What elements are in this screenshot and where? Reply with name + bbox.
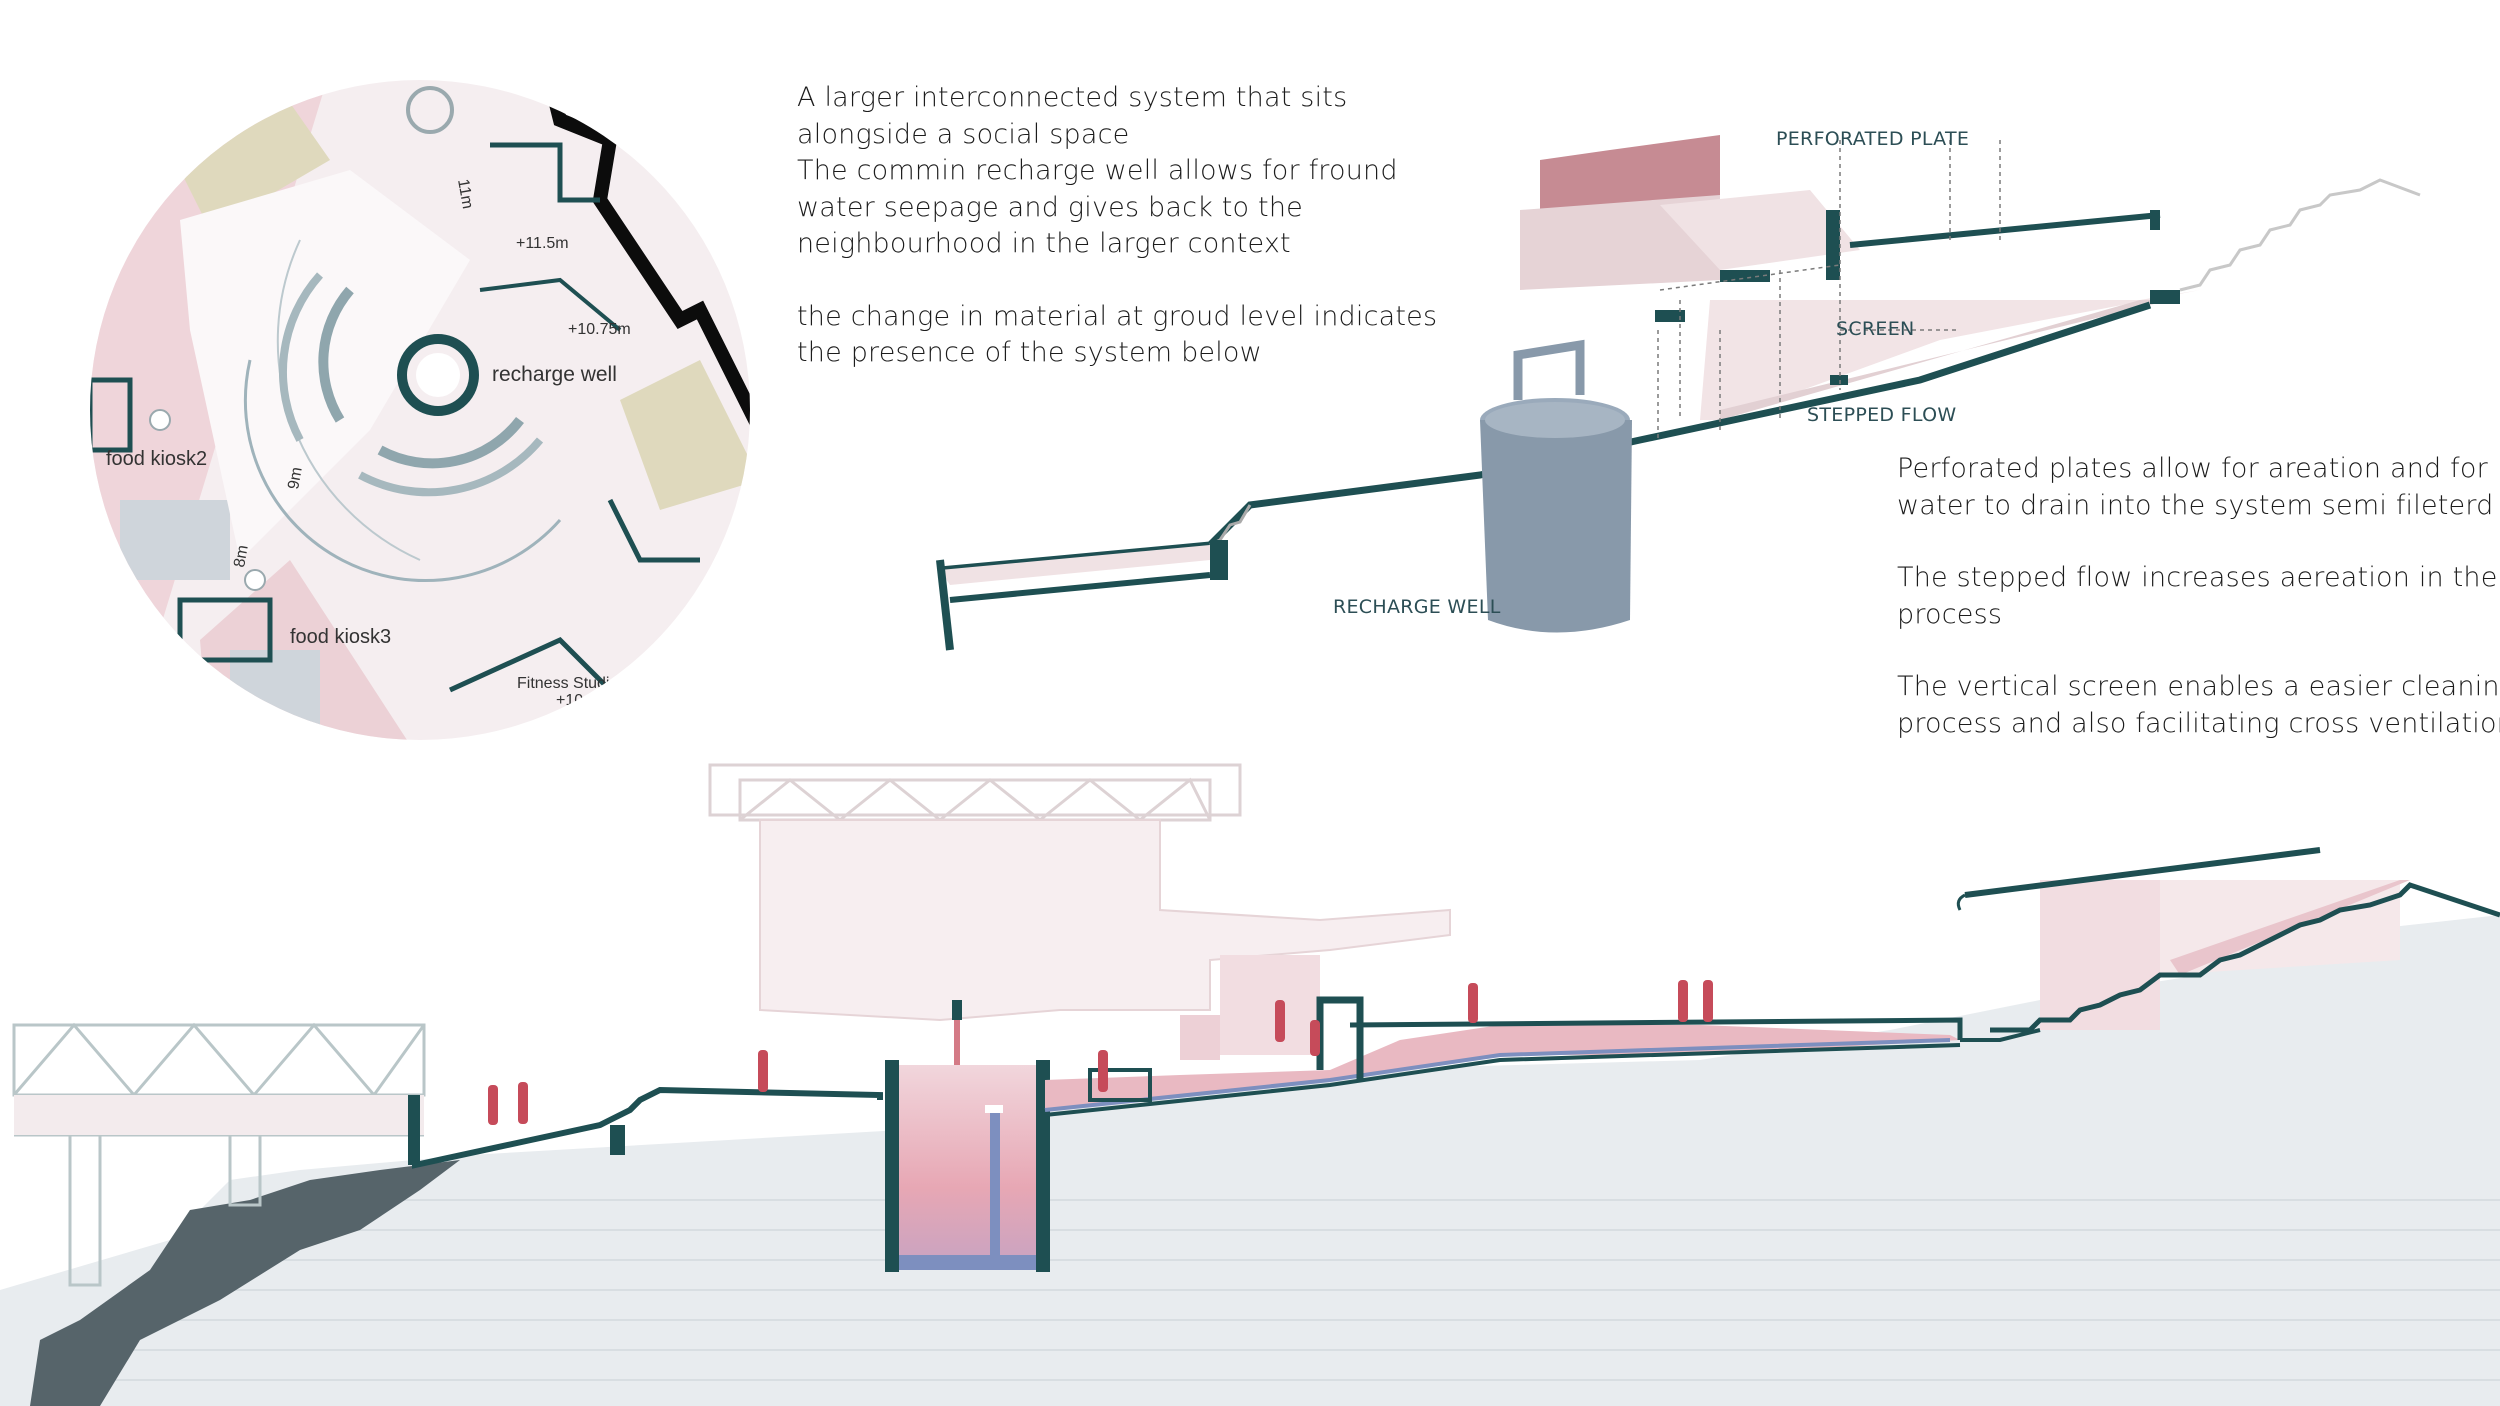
plan-fitness-studio: Fitness Studio: [517, 675, 618, 692]
intro-line: the presence of the system below: [797, 337, 1262, 368]
intro-line: The commin recharge well allows for frou…: [797, 155, 1398, 186]
plan-dim-10m: 10m: [197, 107, 219, 141]
plan-level-3: +10.0: [556, 692, 597, 709]
callout-perforated-plate: PERFORATED PLATE: [1776, 128, 1970, 150]
note-line: Perforated plates allow for areation and…: [1897, 453, 2488, 484]
plan-dim-11m: 11m: [454, 178, 476, 210]
plan-dim-9m: 9m: [285, 466, 306, 491]
plan-level-1: +11.5m: [516, 235, 569, 252]
intro-line: the change in material at groud level in…: [797, 300, 1438, 332]
plan-level-2: +10.75m: [568, 321, 631, 338]
intro-line: alongside a social space: [797, 118, 1130, 150]
callout-stepped-flow: STEPPED FLOW: [1807, 404, 1957, 426]
note-line: The stepped flow increases aereation in …: [1897, 562, 2498, 593]
callout-recharge-well: RECHARGE WELL: [1333, 596, 1501, 618]
note-line: process and also facilitating cross vent…: [1897, 707, 2500, 739]
callout-screen: SCREEN: [1836, 318, 1915, 340]
note-line: process: [1897, 598, 2003, 630]
notes-paragraph: Perforated plates allow for areation and…: [1897, 451, 2500, 742]
intro-line: A larger interconnected system that sits: [797, 82, 1348, 113]
plan-food-kiosk2: food kiosk2: [106, 448, 207, 470]
plan-food-kiosk3: food kiosk3: [290, 626, 391, 648]
intro-line: neighbourhood in the larger context: [797, 228, 1291, 259]
plan-dim-8m: 8m: [231, 544, 252, 569]
axonometric-diagram: [936, 135, 2421, 651]
intro-paragraph: A larger interconnected system that sits…: [797, 80, 1437, 372]
note-line: The vertical screen enables a easier cle…: [1897, 671, 2500, 702]
note-line: water to drain into the system semi file…: [1897, 489, 2494, 521]
intro-line: water seepage and gives back to the: [797, 191, 1303, 223]
site-section: [0, 763, 2500, 1406]
plan-recharge-well: recharge well: [492, 363, 617, 386]
site-plan: food kiosk2 food kiosk3 recharge well Fi…: [90, 80, 750, 740]
